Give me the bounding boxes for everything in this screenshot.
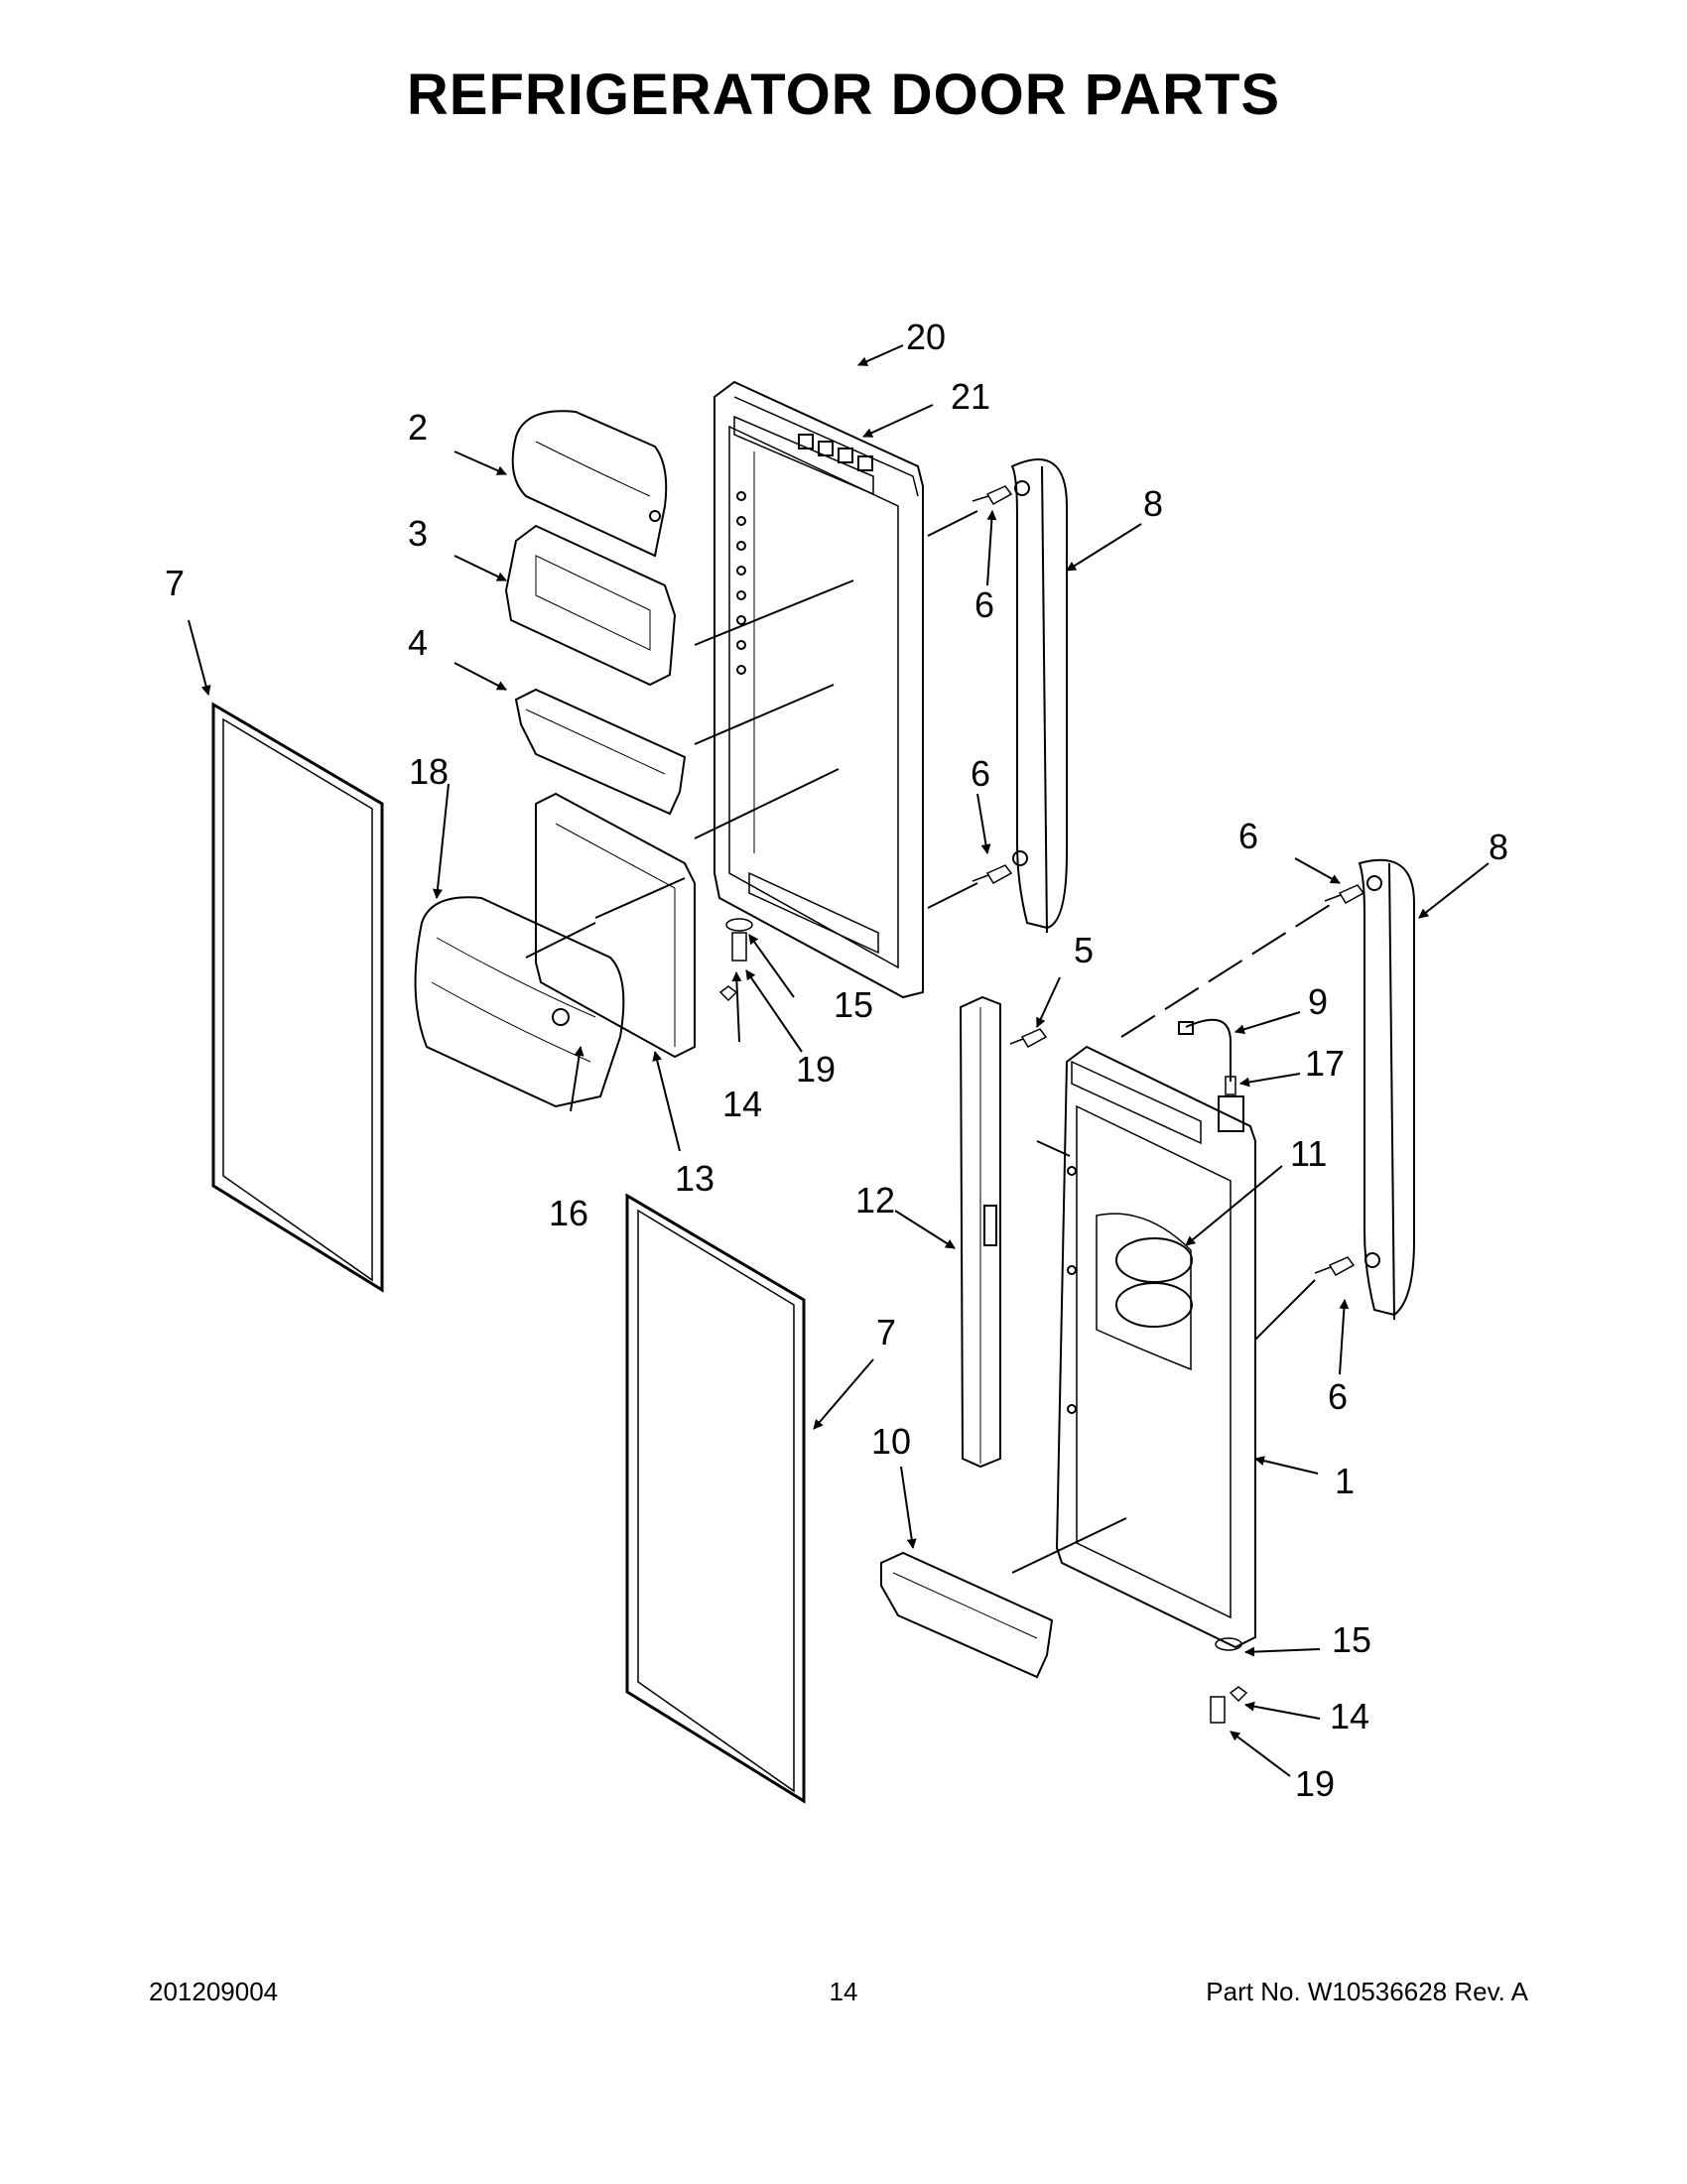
- door-handle-lower: [1358, 858, 1415, 1321]
- callout-7-right: 7: [876, 1312, 896, 1352]
- ice-bin-housing: [535, 792, 696, 1059]
- callout-19-upper: 19: [796, 1049, 836, 1090]
- screw-lower-handle-bottom: [1314, 1256, 1356, 1277]
- dispenser-trim-strip: [959, 995, 1001, 1469]
- callout-arrows: [188, 344, 1490, 1777]
- document-number: 201209004: [149, 1977, 279, 2006]
- door-gasket-right: [625, 1193, 806, 1804]
- callout-8-lower: 8: [1489, 827, 1508, 867]
- door-bin-tall: [504, 524, 677, 687]
- callout-6-upper-top: 6: [974, 584, 994, 625]
- callout-21: 21: [951, 376, 990, 417]
- callout-12: 12: [855, 1180, 895, 1220]
- callout-5: 5: [1074, 930, 1094, 970]
- callout-13: 13: [675, 1158, 714, 1199]
- callout-2: 2: [408, 407, 428, 448]
- door-gasket-left: [211, 702, 384, 1293]
- assembly-lines: [525, 510, 1331, 1574]
- screw-lower-handle-top: [1324, 884, 1365, 905]
- callout-20: 20: [906, 317, 946, 357]
- ice-bucket: [414, 896, 625, 1108]
- callout-6-lower-top: 6: [1238, 816, 1258, 856]
- callout-3: 3: [408, 513, 428, 554]
- hinge-bracket-lower: [1210, 1637, 1248, 1724]
- callout-4: 4: [408, 622, 428, 663]
- callout-7-left: 7: [165, 563, 185, 603]
- door-bin-small: [514, 688, 687, 816]
- door-handle-upper: [1010, 458, 1068, 934]
- door-bin-lower: [880, 1551, 1054, 1679]
- callout-6-lower-bottom: 6: [1328, 1376, 1348, 1417]
- screw-dispenser: [1009, 1028, 1048, 1049]
- right-door-liner: [1055, 1045, 1256, 1649]
- page-number: 14: [829, 1977, 858, 2006]
- callout-14-lower: 14: [1330, 1696, 1369, 1736]
- shelf-cover: [511, 410, 668, 558]
- callout-19-lower: 19: [1295, 1763, 1335, 1804]
- callout-16: 16: [549, 1193, 588, 1233]
- callout-9: 9: [1308, 981, 1328, 1022]
- callout-8-upper: 8: [1143, 483, 1163, 524]
- page-title: REFRIGERATOR DOOR PARTS: [406, 63, 1281, 127]
- screw-upper-handle-top: [972, 485, 1013, 506]
- callout-10: 10: [871, 1421, 911, 1462]
- callout-1: 1: [1335, 1461, 1355, 1501]
- left-door-liner: [714, 380, 924, 999]
- water-tube-connector: [1225, 1076, 1236, 1095]
- callout-11: 11: [1290, 1133, 1327, 1174]
- callout-18: 18: [409, 751, 449, 792]
- callout-14-upper: 14: [722, 1084, 762, 1124]
- callout-15-upper: 15: [834, 984, 873, 1025]
- screw-upper-handle-bottom: [972, 864, 1013, 885]
- water-tube: [1178, 1018, 1232, 1082]
- part-number: Part No. W10536628 Rev. A: [1206, 1977, 1528, 2006]
- callout-17: 17: [1305, 1043, 1345, 1084]
- callout-6-upper-bottom: 6: [971, 753, 990, 794]
- callout-15-lower: 15: [1332, 1619, 1371, 1660]
